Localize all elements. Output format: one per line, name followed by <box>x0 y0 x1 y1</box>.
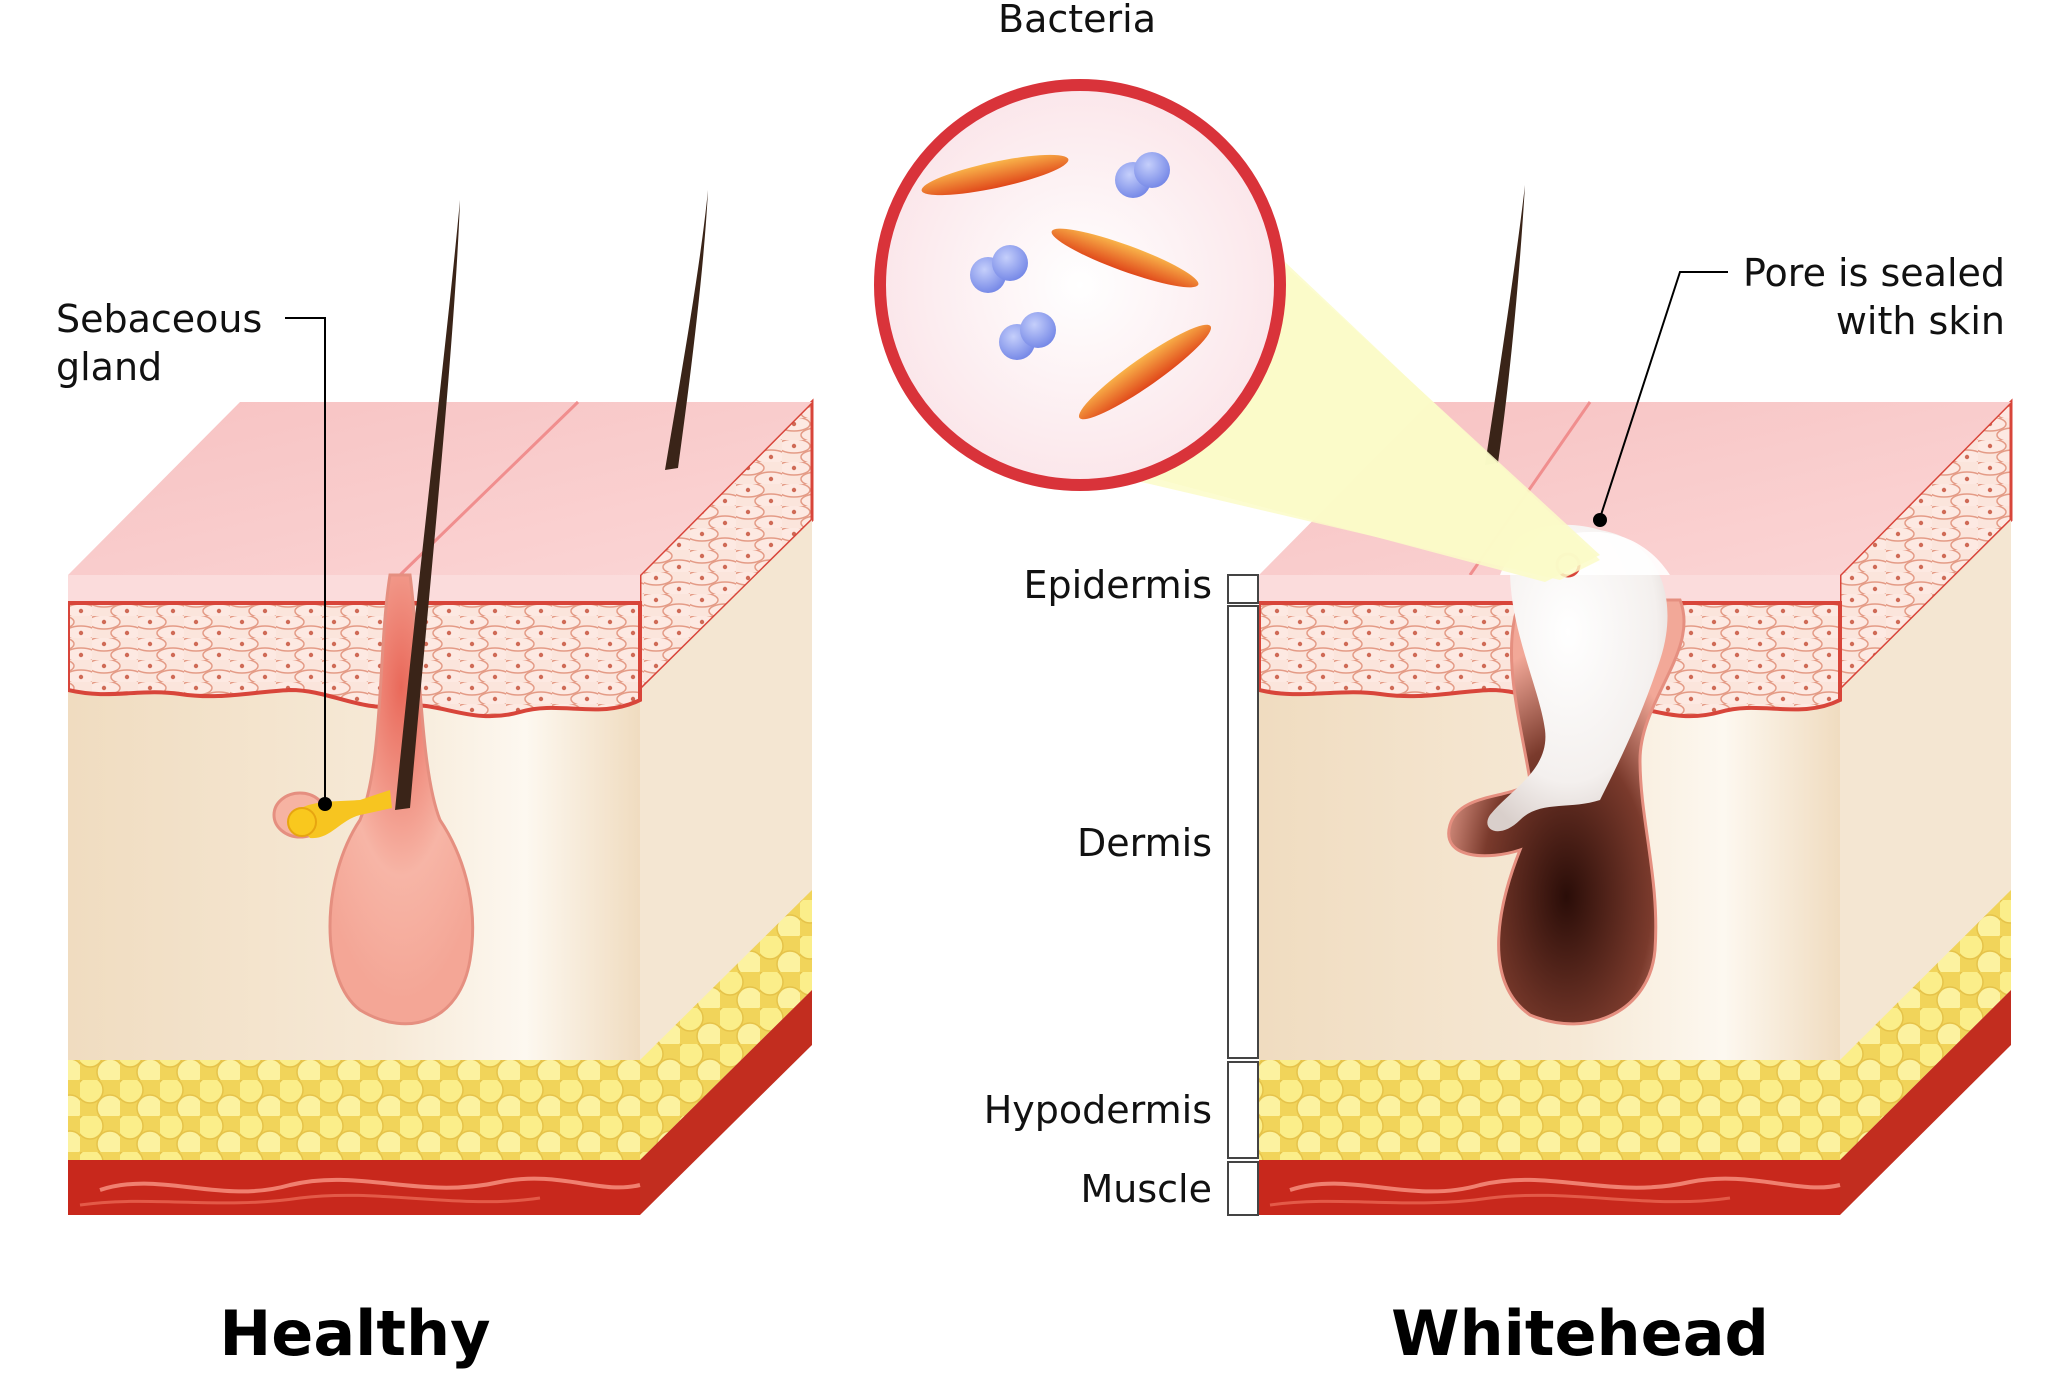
bacteria-rod <box>1051 228 1199 288</box>
bacteria-coccus <box>999 312 1056 360</box>
hypodermis-label: Hypodermis <box>984 1088 1212 1132</box>
whitehead-fat-layer <box>1259 1060 1840 1160</box>
epidermis-label: Epidermis <box>1023 563 1212 607</box>
sebaceous-pointer-dot <box>318 797 332 811</box>
whitehead-side-muscle <box>1840 990 2011 1215</box>
whitehead-sebum-plug <box>1487 524 1668 832</box>
layer-brackets <box>1227 574 1259 1216</box>
sebaceous-gland-label-line2: gland <box>56 345 162 389</box>
dermis-label: Dermis <box>1077 821 1212 865</box>
whitehead-title: Whitehead <box>1391 1297 1769 1370</box>
bacteria-coccus <box>970 245 1028 293</box>
whitehead-skin-block <box>1259 185 2013 1215</box>
pore-pointer-dot <box>1593 513 1607 527</box>
whitehead-hair-shaft <box>1485 185 1525 465</box>
sebaceous-gland-label-line1: Sebaceous <box>56 297 262 341</box>
healthy-fat-layer <box>68 1060 640 1160</box>
healthy-epidermis-cells <box>68 601 642 719</box>
healthy-title: Healthy <box>219 1297 490 1370</box>
whitehead-muscle-layer <box>1259 1160 1840 1215</box>
healthy-side-fat <box>640 890 812 1160</box>
healthy-top-surface <box>68 402 812 575</box>
pore-sealed-label-line2: with skin <box>1836 299 2005 343</box>
bacteria-magnifier <box>874 79 1600 582</box>
muscle-label: Muscle <box>1081 1167 1213 1211</box>
whitehead-side-fat <box>1840 890 2011 1160</box>
healthy-hair-shaft-1 <box>395 200 460 810</box>
healthy-epidermis-top-band <box>68 575 640 603</box>
bacteria-label: Bacteria <box>998 0 1156 41</box>
bacteria-rod <box>1078 324 1212 420</box>
pore-sealed-label-line1: Pore is sealed <box>1743 251 2005 295</box>
bacteria-rod <box>921 154 1069 196</box>
healthy-muscle-layer <box>68 1160 640 1215</box>
bacteria-coccus <box>1115 152 1170 198</box>
healthy-skin-block <box>68 190 814 1215</box>
leader-lines <box>285 271 1728 804</box>
healthy-side-muscle <box>640 990 812 1215</box>
